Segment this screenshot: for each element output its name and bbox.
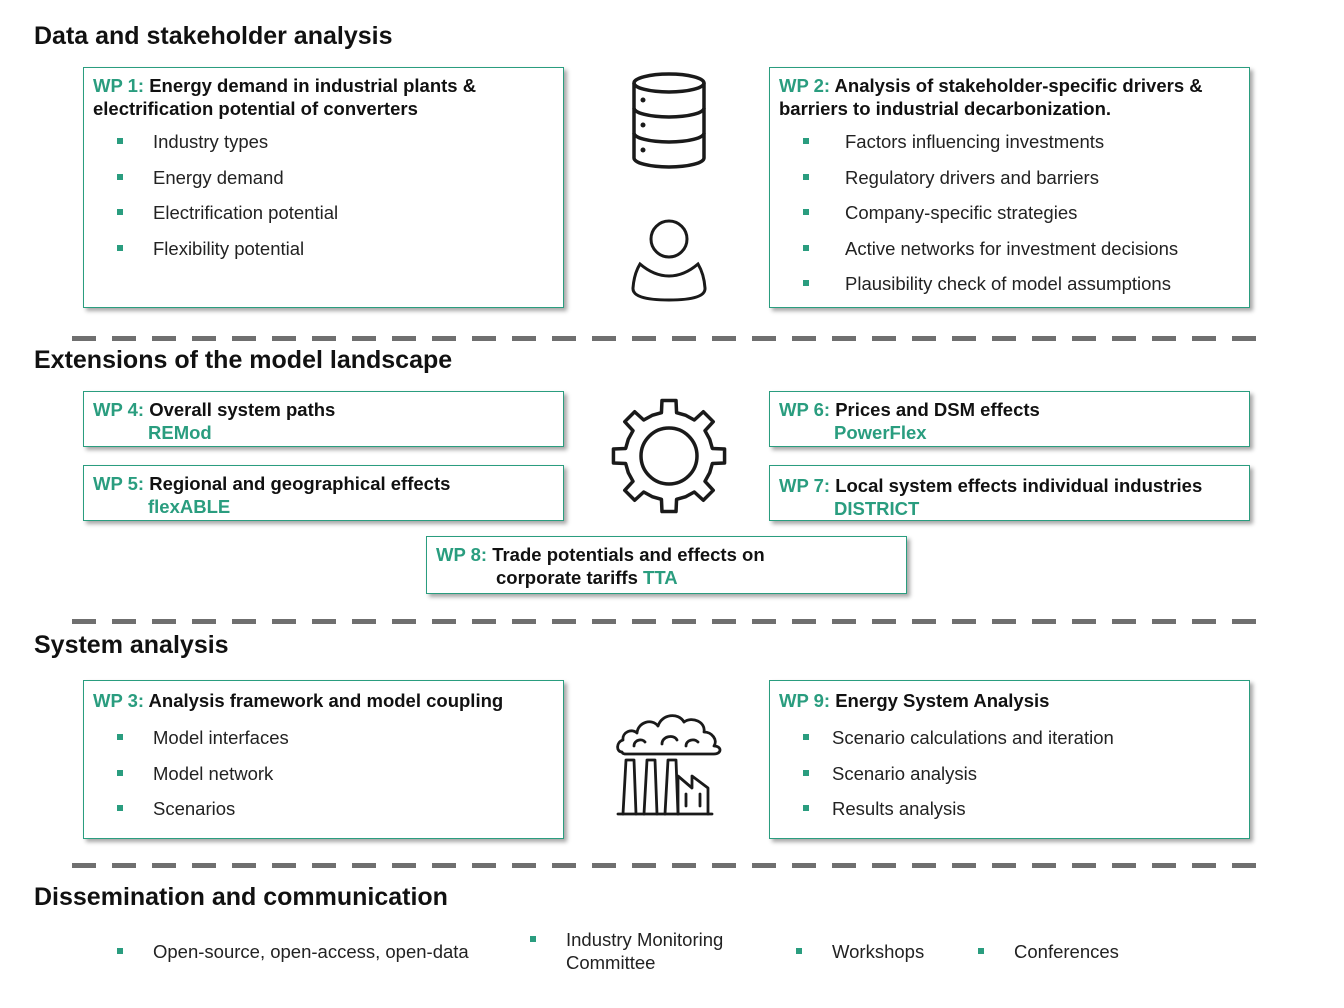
wp4-tool: REMod bbox=[148, 422, 212, 443]
wp8-title-line1: Trade potentials and effects on bbox=[492, 544, 765, 565]
gear-icon bbox=[611, 398, 727, 514]
wp9-title: Energy System Analysis bbox=[835, 690, 1050, 711]
wp3-box: WP 3: Analysis framework and model coupl… bbox=[83, 680, 564, 839]
section-title-data-stakeholder: Data and stakeholder analysis bbox=[34, 22, 393, 50]
wp4-number: WP 4: bbox=[93, 399, 145, 420]
list-item: Industry types bbox=[93, 124, 554, 160]
user-icon bbox=[631, 219, 707, 302]
section-divider bbox=[72, 336, 1256, 341]
bullet-marker bbox=[530, 936, 536, 942]
wp4-box: WP 4: Overall system paths REMod bbox=[83, 391, 564, 447]
dissemination-item-open-source: Open-source, open-access, open-data bbox=[153, 941, 469, 962]
list-item: Plausibility check of model assumptions bbox=[779, 266, 1240, 302]
wp9-list: Scenario calculations and iteration Scen… bbox=[779, 720, 1240, 827]
wp1-header: WP 1: Energy demand in industrial plants… bbox=[93, 74, 554, 120]
bullet-marker bbox=[117, 948, 123, 954]
list-item: Model interfaces bbox=[93, 720, 554, 756]
section-title-dissemination: Dissemination and communication bbox=[34, 883, 448, 911]
list-item: Energy demand bbox=[93, 160, 554, 196]
wp6-number: WP 6: bbox=[779, 399, 831, 420]
wp1-number: WP 1: bbox=[93, 75, 145, 96]
list-item: Results analysis bbox=[779, 791, 1240, 827]
wp9-number: WP 9: bbox=[779, 690, 831, 711]
wp2-header: WP 2: Analysis of stakeholder-specific d… bbox=[779, 74, 1240, 120]
wp5-header: WP 5: Regional and geographical effects bbox=[93, 472, 554, 495]
factory-icon bbox=[616, 714, 722, 816]
wp2-number: WP 2: bbox=[779, 75, 831, 96]
list-item: Scenarios bbox=[93, 791, 554, 827]
wp5-box: WP 5: Regional and geographical effects … bbox=[83, 465, 564, 521]
list-item: Model network bbox=[93, 756, 554, 792]
wp7-number: WP 7: bbox=[779, 475, 831, 496]
wp8-box: WP 8: Trade potentials and effects on co… bbox=[426, 536, 907, 594]
wp7-title: Local system effects individual industri… bbox=[835, 475, 1203, 496]
section-divider bbox=[72, 863, 1256, 868]
wp8-header: WP 8: Trade potentials and effects on bbox=[436, 543, 897, 566]
wp4-title: Overall system paths bbox=[149, 399, 336, 420]
list-item: Electrification potential bbox=[93, 195, 554, 231]
wp6-title: Prices and DSM effects bbox=[835, 399, 1040, 420]
wp8-number: WP 8: bbox=[436, 544, 488, 565]
wp8-tool: TTA bbox=[643, 567, 678, 588]
wp6-tool: PowerFlex bbox=[834, 422, 927, 443]
dissemination-item-conferences: Conferences bbox=[1014, 941, 1119, 962]
wp8-title-line2: corporate tariffs bbox=[496, 567, 638, 588]
wp2-title: Analysis of stakeholder-specific drivers… bbox=[779, 75, 1203, 119]
bullet-marker bbox=[796, 948, 802, 954]
list-item: Scenario analysis bbox=[779, 756, 1240, 792]
wp7-box: WP 7: Local system effects individual in… bbox=[769, 465, 1250, 521]
list-item: Active networks for investment decisions bbox=[779, 231, 1240, 267]
section-divider bbox=[72, 619, 1256, 624]
wp4-header: WP 4: Overall system paths bbox=[93, 398, 554, 421]
wp7-header: WP 7: Local system effects individual in… bbox=[779, 474, 1240, 497]
list-item: Scenario calculations and iteration bbox=[779, 720, 1240, 756]
wp1-list: Industry types Energy demand Electrifica… bbox=[93, 124, 554, 266]
wp5-number: WP 5: bbox=[93, 473, 145, 494]
wp6-header: WP 6: Prices and DSM effects bbox=[779, 398, 1240, 421]
wp7-tool: DISTRICT bbox=[834, 498, 920, 519]
list-item: Regulatory drivers and barriers bbox=[779, 160, 1240, 196]
wp5-tool: flexABLE bbox=[148, 496, 231, 517]
wp8-title-line2-row: corporate tariffs TTA bbox=[436, 566, 897, 589]
list-item: Flexibility potential bbox=[93, 231, 554, 267]
wp9-header: WP 9: Energy System Analysis bbox=[779, 689, 1240, 712]
wp9-box: WP 9: Energy System Analysis Scenario ca… bbox=[769, 680, 1250, 839]
wp1-box: WP 1: Energy demand in industrial plants… bbox=[83, 67, 564, 308]
section-title-system-analysis: System analysis bbox=[34, 631, 229, 659]
wp3-title: Analysis framework and model coupling bbox=[148, 690, 504, 711]
list-item: Factors influencing investments bbox=[779, 124, 1240, 160]
wp3-header: WP 3: Analysis framework and model coupl… bbox=[93, 689, 554, 712]
wp1-title: Energy demand in industrial plants & ele… bbox=[93, 75, 477, 119]
bullet-marker bbox=[978, 948, 984, 954]
dissemination-item-committee: Industry Monitoring Committee bbox=[566, 929, 724, 973]
dissemination-item-workshops: Workshops bbox=[832, 941, 925, 962]
wp2-list: Factors influencing investments Regulato… bbox=[779, 124, 1240, 302]
wp3-number: WP 3: bbox=[93, 690, 145, 711]
wp3-list: Model interfaces Model network Scenarios bbox=[93, 720, 554, 827]
database-icon bbox=[632, 72, 706, 169]
wp6-box: WP 6: Prices and DSM effects PowerFlex bbox=[769, 391, 1250, 447]
list-item: Company-specific strategies bbox=[779, 195, 1240, 231]
wp2-box: WP 2: Analysis of stakeholder-specific d… bbox=[769, 67, 1250, 308]
section-title-model-landscape: Extensions of the model landscape bbox=[34, 346, 453, 374]
wp5-title: Regional and geographical effects bbox=[149, 473, 451, 494]
